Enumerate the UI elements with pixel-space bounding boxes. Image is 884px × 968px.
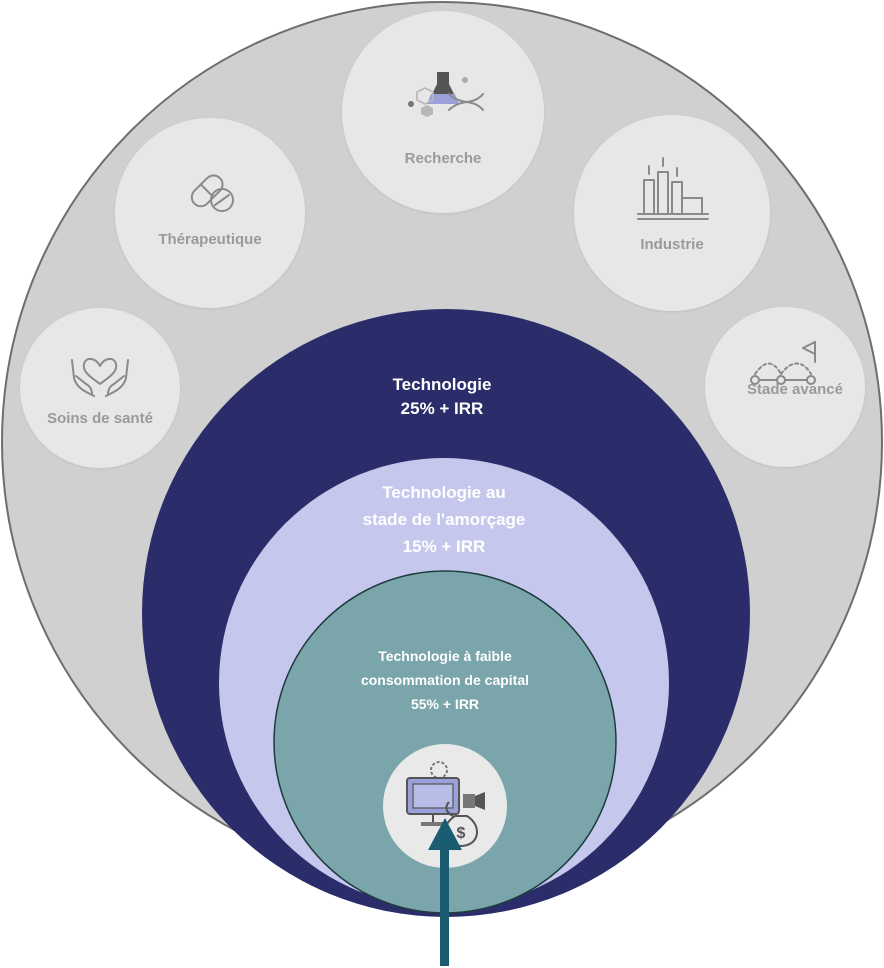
sector-label-stade: Stade avancé — [747, 381, 843, 398]
sector-stade: Stade avancé — [705, 307, 865, 467]
ring-faible-line-2: consommation de capital — [361, 672, 529, 688]
sector-label-soins: Soins de santé — [47, 410, 153, 427]
ring-amorcage-line-1: Technologie au — [382, 483, 505, 502]
ring-faible-text: Technologie à faible consommation de cap… — [361, 648, 529, 712]
ring-faible-line-1: Technologie à faible — [378, 648, 512, 664]
flag-path-icon — [750, 341, 816, 385]
sector-industrie: Industrie — [574, 115, 770, 311]
ring-amorcage-line-3: 15% + IRR — [403, 537, 486, 556]
svg-text:$: $ — [457, 825, 466, 842]
sector-soins: Soins de santé — [20, 308, 180, 468]
sector-label-therapeutique: Thérapeutique — [158, 231, 261, 248]
heart-hands-icon — [71, 358, 129, 397]
entry-arrow — [428, 818, 462, 966]
ring-amorcage-text: Technologie au stade de l'amorçage 15% +… — [363, 483, 526, 556]
ring-technologie-line-2: 25% + IRR — [401, 399, 484, 418]
ring-amorcage-line-2: stade de l'amorçage — [363, 510, 526, 529]
sector-therapeutique: Thérapeutique — [115, 118, 305, 308]
sector-label-industrie: Industrie — [640, 236, 703, 253]
money-computer-icon: $ — [383, 744, 507, 868]
ring-technologie-line-1: Technologie — [393, 375, 492, 394]
sector-label-recherche: Recherche — [405, 150, 482, 167]
pills-icon — [190, 174, 234, 212]
sector-recherche: Recherche — [342, 11, 544, 213]
factory-icon — [637, 157, 709, 220]
ring-technologie-text: Technologie 25% + IRR — [393, 375, 492, 418]
lab-dna-icon — [408, 72, 484, 117]
ring-faible-line-3: 55% + IRR — [411, 696, 479, 712]
